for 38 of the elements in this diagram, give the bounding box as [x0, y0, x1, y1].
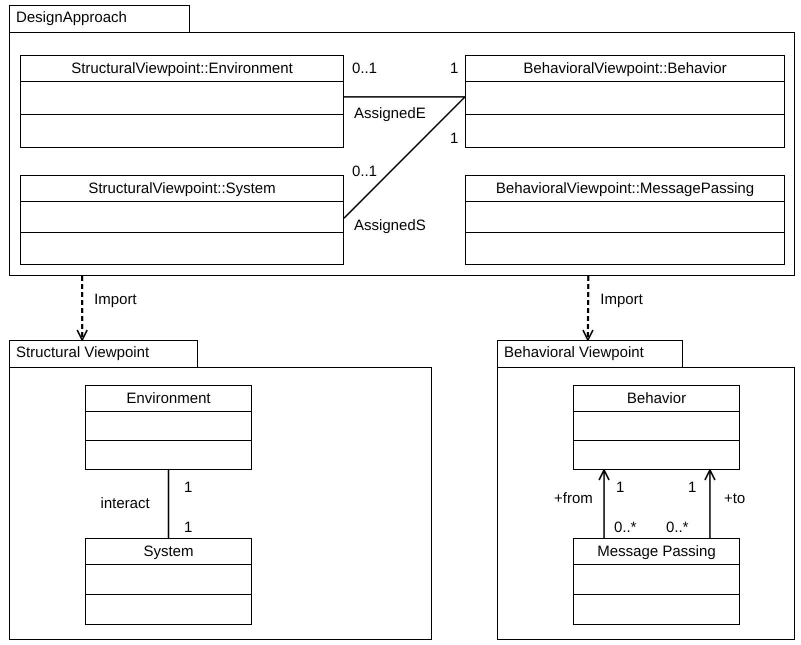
- multiplicity-label: 0..1: [352, 163, 378, 180]
- multiplicity-label: 1: [616, 479, 624, 496]
- class-box: [20, 55, 344, 148]
- association-line: [168, 470, 170, 538]
- multiplicity-label: 1: [184, 479, 192, 496]
- edge-label: AssignedS: [352, 217, 428, 234]
- class-box: [573, 385, 740, 470]
- class-name: BehavioralViewpoint::MessagePassing: [494, 179, 756, 199]
- class-name: StructuralViewpoint::System: [87, 179, 277, 199]
- edge-label: AssignedE: [352, 104, 428, 122]
- navigation-arrow: [704, 469, 716, 538]
- class-name: Behavior: [626, 389, 688, 409]
- class-name: Message Passing: [596, 542, 717, 562]
- multiplicity-label: 1: [450, 60, 458, 77]
- class-name: BehavioralViewpoint::Behavior: [522, 59, 728, 79]
- package-tab: Behavioral Viewpoint: [497, 340, 683, 368]
- association-line: [343, 96, 466, 219]
- class-box: [85, 385, 252, 470]
- dependency-arrow: [76, 276, 88, 341]
- class-box: [85, 538, 252, 625]
- dependency-arrow: [582, 276, 594, 341]
- multiplicity-label: 0..*: [614, 519, 637, 536]
- class-box: [465, 55, 785, 148]
- package-tab: DesignApproach: [9, 5, 190, 33]
- multiplicity-label: 0..1: [352, 60, 378, 77]
- multiplicity-label: 1: [184, 519, 192, 536]
- class-name: System: [142, 542, 194, 562]
- association-line: [344, 96, 465, 98]
- class-box: [20, 175, 344, 265]
- class-box: [573, 538, 740, 625]
- multiplicity-label: 1: [688, 479, 696, 496]
- class-box: [465, 175, 785, 265]
- class-name: Environment: [125, 389, 212, 409]
- navigation-arrow: [598, 469, 610, 538]
- class-name: StructuralViewpoint::Environment: [70, 59, 294, 79]
- multiplicity-label: 0..*: [666, 519, 689, 536]
- package-tab: Structural Viewpoint: [9, 340, 198, 368]
- multiplicity-label: 1: [450, 130, 458, 147]
